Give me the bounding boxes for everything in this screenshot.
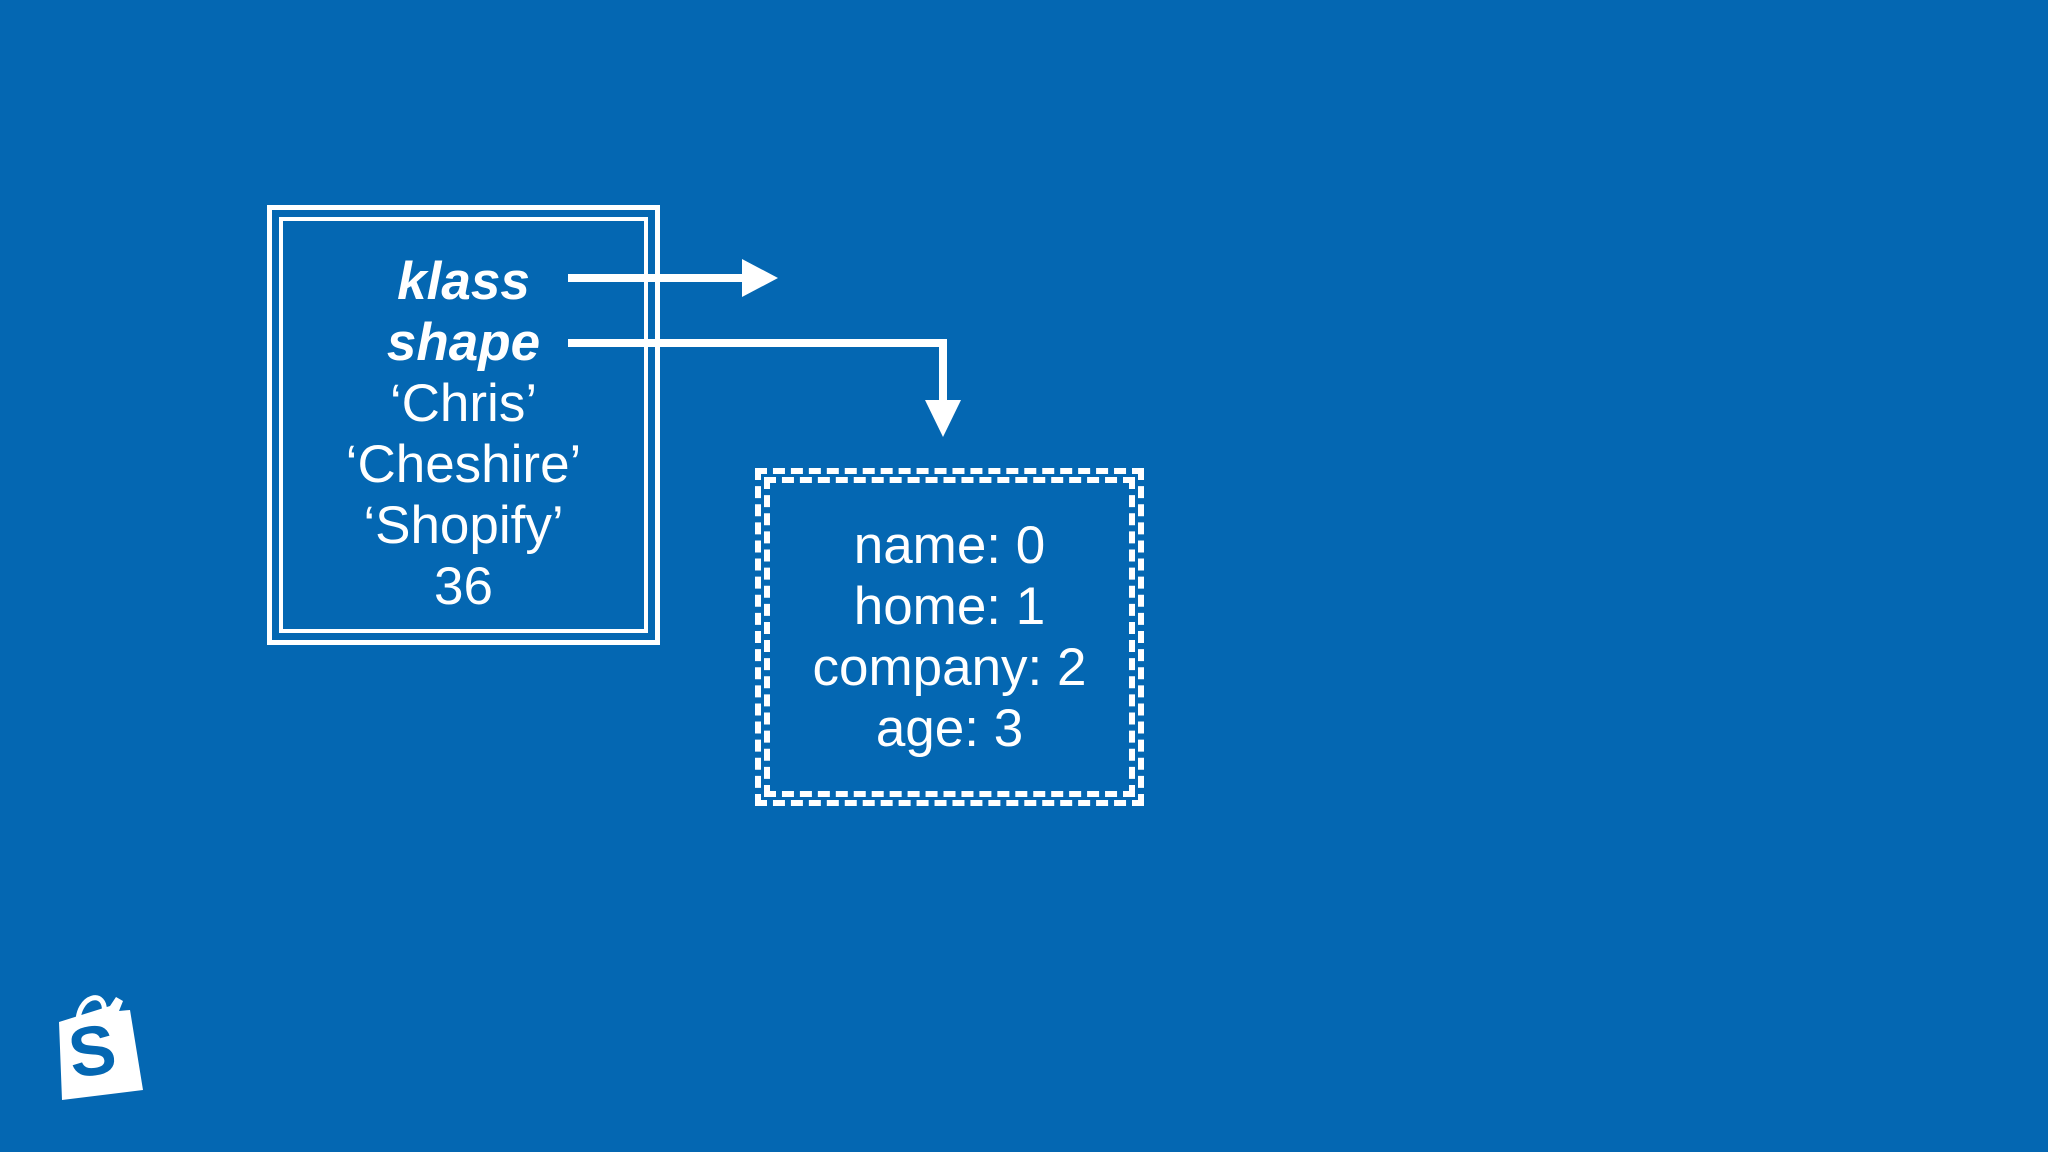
object-box-lines: klass shape ‘Chris’ ‘Cheshire’ ‘Shopify’… bbox=[346, 251, 582, 617]
shape-map-box: name: 0 home: 1 company: 2 age: 3 bbox=[755, 468, 1144, 806]
value-name-chris: ‘Chris’ bbox=[389, 374, 538, 433]
bag-body bbox=[59, 997, 143, 1100]
shape-map-box-inner-border: name: 0 home: 1 company: 2 age: 3 bbox=[764, 477, 1135, 797]
shape-entry-name: name: 0 bbox=[853, 516, 1046, 575]
shape-arrowhead-icon bbox=[925, 400, 961, 437]
shape-entry-company: company: 2 bbox=[812, 638, 1087, 697]
value-age-36: 36 bbox=[434, 557, 493, 616]
object-box-inner-border: klass shape ‘Chris’ ‘Cheshire’ ‘Shopify’… bbox=[279, 217, 648, 633]
field-klass: klass bbox=[397, 252, 530, 311]
object-box: klass shape ‘Chris’ ‘Cheshire’ ‘Shopify’… bbox=[267, 205, 660, 645]
value-company-shopify: ‘Shopify’ bbox=[363, 496, 564, 555]
shape-entry-age: age: 3 bbox=[875, 699, 1024, 758]
value-home-cheshire: ‘Cheshire’ bbox=[345, 435, 582, 494]
logo-letter: S bbox=[64, 1009, 121, 1093]
shape-entry-home: home: 1 bbox=[853, 577, 1046, 636]
shopify-logo-icon: S bbox=[59, 995, 143, 1100]
klass-arrowhead-icon bbox=[742, 259, 778, 297]
field-shape: shape bbox=[386, 313, 541, 372]
